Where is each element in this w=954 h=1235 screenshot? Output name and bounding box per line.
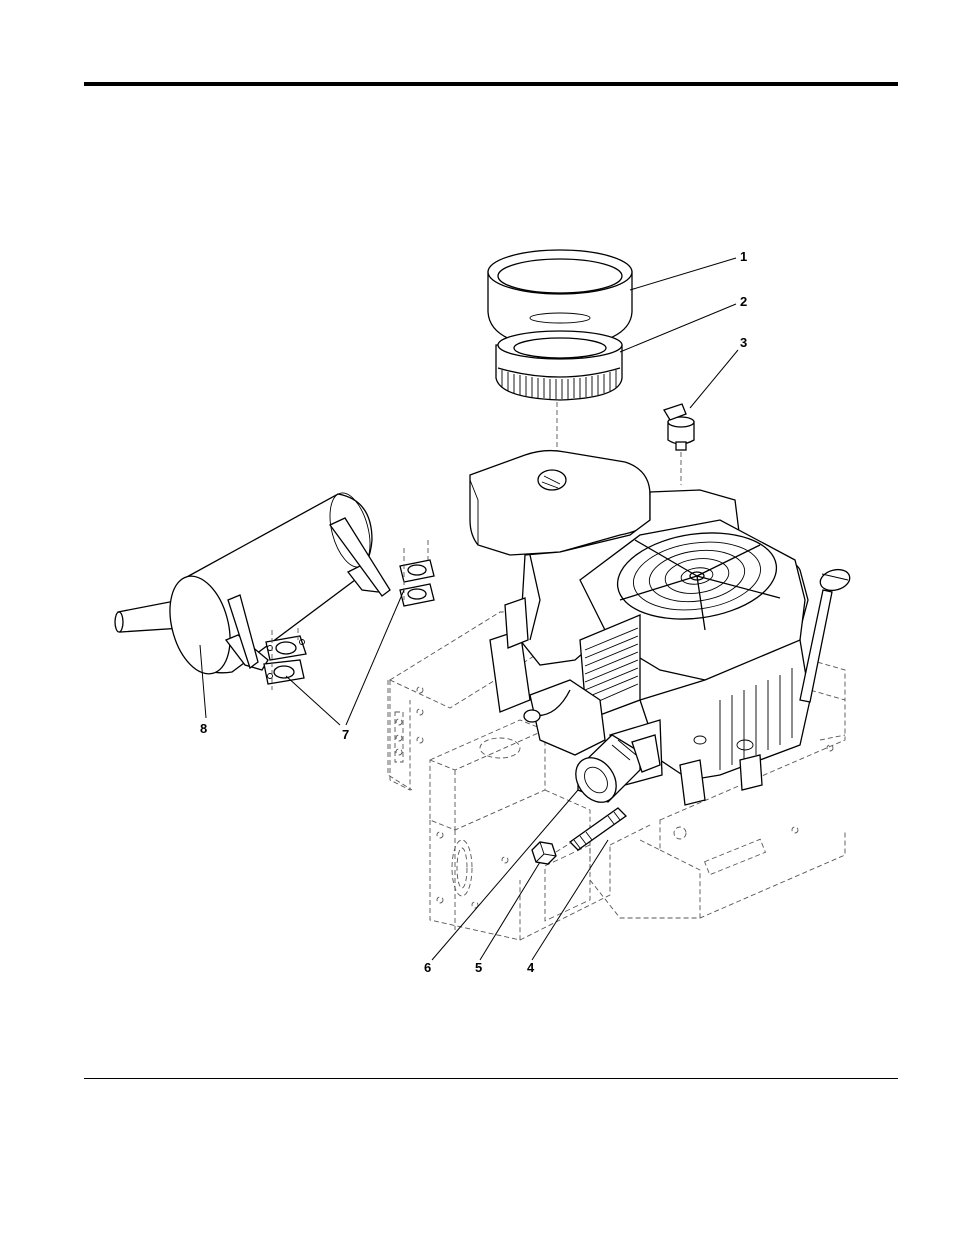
callout-6: 6 — [424, 960, 431, 975]
callout-1: 1 — [740, 249, 747, 264]
fuel-filter-component — [664, 404, 694, 485]
drain-stud — [570, 808, 626, 850]
footer-rule — [84, 1078, 898, 1079]
muffler — [115, 489, 390, 681]
callout-4: 4 — [527, 960, 535, 975]
callout-8: 8 — [200, 721, 207, 736]
dipstick — [800, 566, 852, 702]
callout-2: 2 — [740, 294, 747, 309]
callout-5: 5 — [475, 960, 482, 975]
callout-3: 3 — [740, 335, 747, 350]
air-filter-element — [496, 331, 622, 400]
callout-7: 7 — [342, 727, 349, 742]
hex-nut — [532, 842, 572, 864]
